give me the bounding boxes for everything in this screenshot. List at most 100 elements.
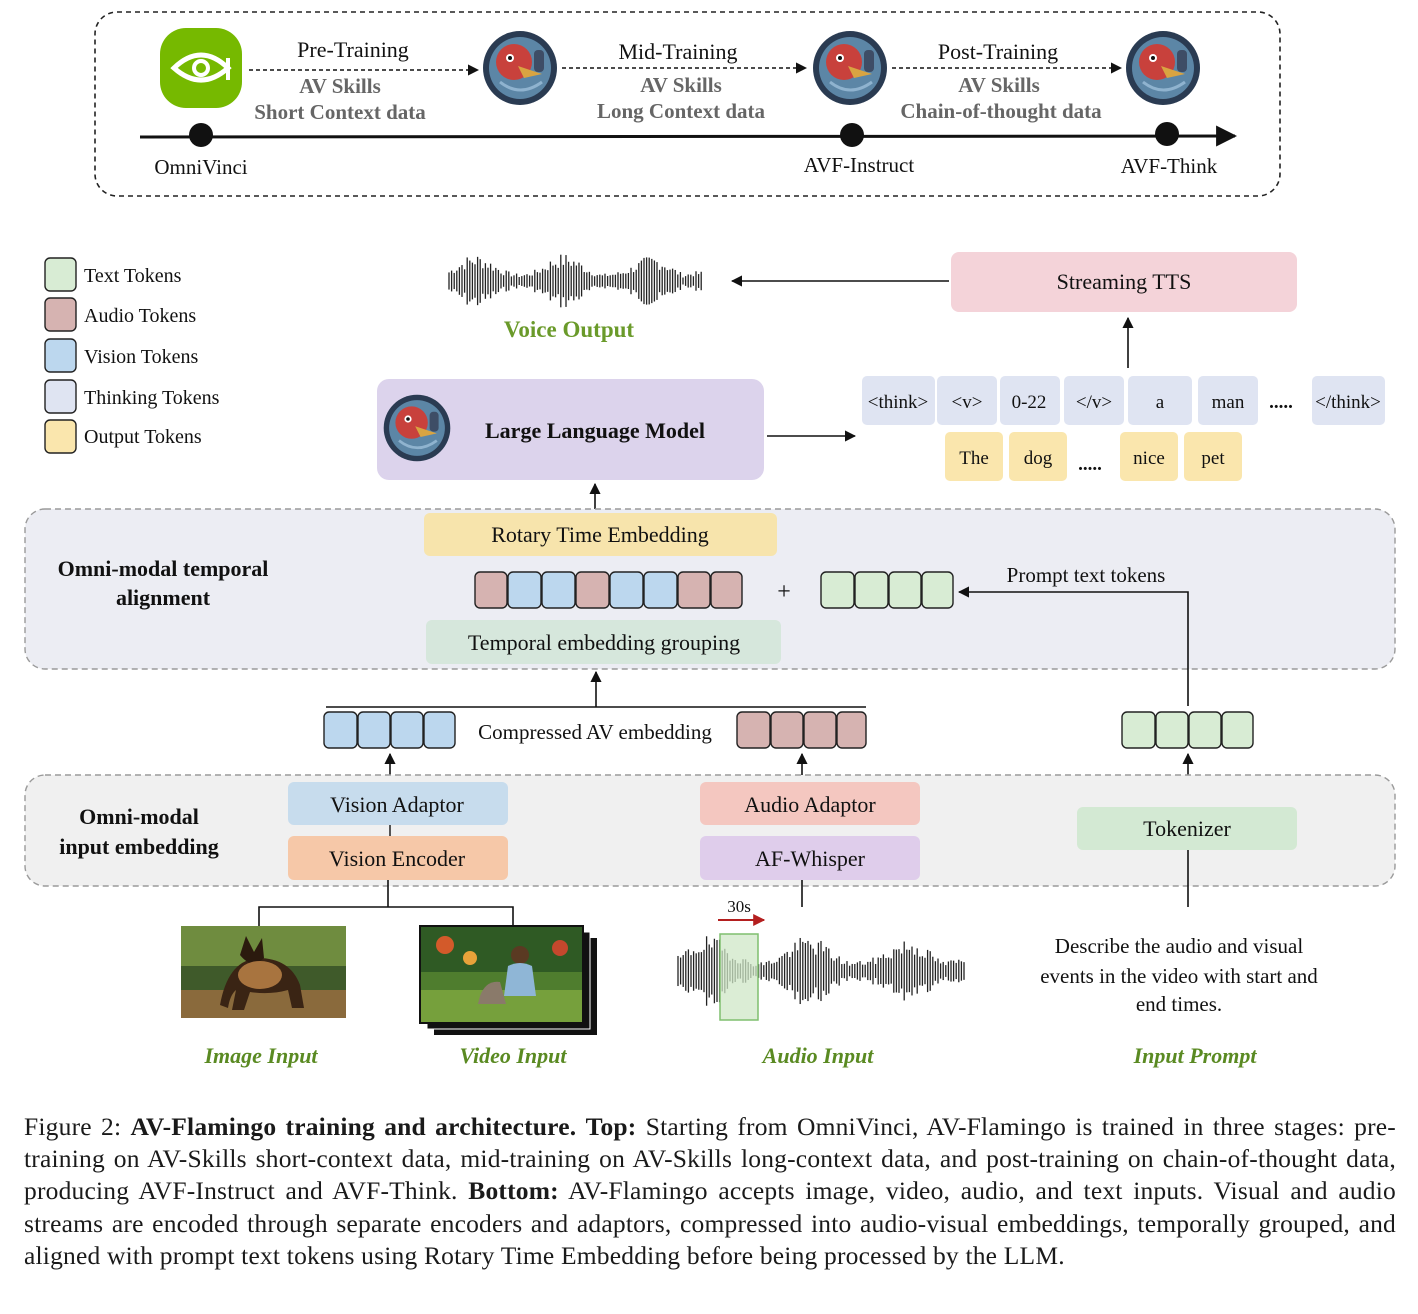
legend-label: Audio Tokens [84,305,196,327]
caption-bottom-text: AV-Flamingo accepts image, video, audio,… [24,1176,1396,1270]
model-avatar [1124,29,1202,107]
af-whisper-label: AF-Whisper [755,846,866,871]
af-whisper-box [700,836,920,880]
compressed-vision-tokens [323,711,456,749]
video-input-label: Video Input [460,1043,568,1068]
audio-token [575,571,610,609]
model-avatar [811,29,889,107]
caption-top-text: Starting from OmniVinci, AV-Flamingo is … [24,1112,1396,1206]
rotary-time-embedding-box [424,513,777,556]
output-token-label: The [959,448,989,469]
model-avatar [481,29,559,107]
llm-box [377,379,764,480]
plus-sign: + [777,579,791,605]
temporal-grouping-box [426,620,781,664]
vision-token [357,711,391,749]
checkpoint-dot [189,123,213,147]
compressed-av-label: Compressed AV embedding [478,720,712,744]
rotary-time-embedding-label: Rotary Time Embedding [491,522,709,547]
tokenizer-box [1077,807,1297,850]
stage-data-line: AV Skills [640,73,722,97]
temporal-section-title: Omni-modal temporal [58,556,269,581]
caption-top-label: Top: [585,1112,637,1141]
legend-swatch-text [44,257,77,292]
stage-title: Post-Training [938,39,1058,64]
audio-adaptor-label: Audio Adaptor [744,792,876,817]
legend-label: Thinking Tokens [84,387,220,409]
thinking-token [862,376,935,425]
audio-token [677,571,711,609]
input-section-title: Omni-modal [79,804,199,829]
audio-token [803,711,837,749]
output-token [1184,432,1242,481]
stage-title: Mid-Training [619,39,738,64]
streaming-tts-box [951,252,1297,312]
voice-output-label: Voice Output [504,317,634,342]
ellipsis: ..... [1269,392,1293,413]
output-token-label: nice [1133,448,1165,469]
legend-label: Vision Tokens [84,346,198,368]
thinking-token [1064,376,1124,425]
legend-swatch-vision [44,338,77,373]
audio-token [836,711,867,749]
thinking-token [937,376,997,425]
audio-token [736,711,771,749]
checkpoint-dot [1155,122,1179,146]
caption-title: AV-Flamingo training and architecture. [130,1112,577,1141]
thinking-token [1198,376,1258,425]
dog-image [181,926,346,1018]
output-token [1009,432,1067,481]
streaming-tts-label: Streaming TTS [1057,269,1192,294]
output-token-label: pet [1201,448,1225,469]
vision-token [323,711,358,749]
audio-window-label: 30s [727,897,751,916]
legend-swatch-audio [44,297,77,332]
thinking-token-label: <think> [868,392,929,413]
tokenized-prompt-tokens [1121,711,1254,749]
stage-title: Pre-Training [297,37,409,62]
stage-data-line: Long Context data [597,99,766,123]
image-input-label: Image Input [203,1043,318,1068]
audio-token [770,711,804,749]
prompt-text-tokens-label: Prompt text tokens [1007,563,1166,587]
audio-window [719,933,759,1021]
vision-token [541,571,576,609]
image-video-to-encoder [258,880,514,926]
thinking-token [1000,376,1060,425]
input-prompt-label: Input Prompt [1133,1043,1258,1068]
llm-label: Large Language Model [485,418,705,443]
tokenizer-label: Tokenizer [1143,816,1231,841]
prompt-text-token-group [820,571,954,609]
legend-swatch-thinking [44,379,77,414]
thinking-token-label: <v> [952,392,983,413]
caption-bottom-label: Bottom: [468,1176,559,1206]
checkpoint-dot [840,123,864,147]
vision-token [609,571,644,609]
caption-label: Figure 2: [24,1112,122,1141]
output-token [1120,432,1178,481]
output-token [945,432,1003,481]
thinking-token-label: a [1156,392,1165,413]
prompt-text: end times. [1136,992,1222,1016]
thinking-token-label: man [1212,392,1245,413]
checkpoint-label: AVF-Instruct [804,153,915,177]
vision-encoder-box [288,836,508,880]
vision-adaptor-label: Vision Adaptor [330,792,464,817]
thinking-token [1128,376,1192,425]
audio-token [710,571,743,609]
temporal-grouping-label: Temporal embedding grouping [468,630,740,655]
nvidia-logo [160,28,242,108]
text-token [1221,711,1254,749]
input-section-title: input embedding [59,834,219,859]
timeline-axis [139,125,1238,147]
thinking-token [1312,376,1385,425]
temporal-section-title: alignment [116,585,211,610]
prompt-to-alignment-arrow [957,586,1189,706]
figure-caption: Figure 2: AV-Flamingo training and archi… [24,1111,1396,1272]
stage-data-line: AV Skills [958,73,1040,97]
stage-data-line: AV Skills [299,74,381,98]
vision-token [643,571,678,609]
text-token [888,571,922,609]
prompt-text: Describe the audio and visual [1055,934,1304,958]
voice-output-waveform [448,254,702,308]
